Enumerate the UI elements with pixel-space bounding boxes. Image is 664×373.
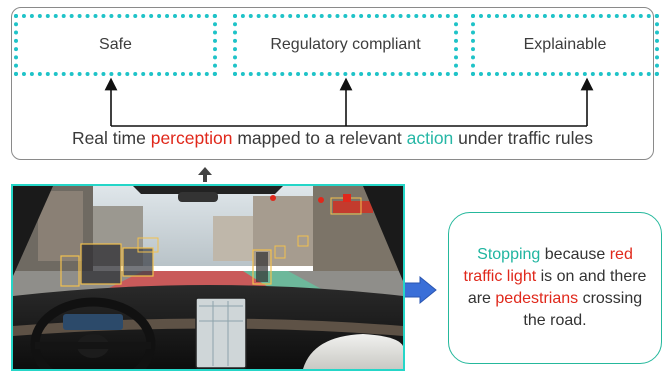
caption-action: action [406,128,454,148]
caption-text-3: under traffic rules [453,128,594,148]
explanation-box: Stopping because red traffic light is on… [448,212,662,364]
perception-action-caption: Real time perception mapped to a relevan… [11,128,654,149]
explanation-pedestrians: pedestrians [495,290,579,307]
caption-perception: perception [150,128,233,148]
dashboard-view-illustration [13,186,403,369]
explanation-stopping: Stopping [477,246,541,263]
goal-label-explainable: Explainable [523,36,607,53]
goal-box-safe: Safe [14,14,217,76]
explanation-text: Stopping because red traffic light is on… [459,244,651,332]
explanation-red-light: red traffic light [463,246,633,285]
explanation-text-3: crossing the road. [523,290,643,329]
explanation-text-1: because [540,246,610,263]
goal-label-regulatory-compliant: Regulatory compliant [270,36,421,53]
goal-box-explainable: Explainable [471,14,659,76]
goal-box-regulatory-compliant: Regulatory compliant [233,14,458,76]
caption-text-1: Real time [71,128,151,148]
objectives-frame [11,7,654,160]
explanation-text-2: is on and there are [467,268,647,307]
caption-text-2: mapped to a relevant [232,128,407,148]
driving-scene-image [11,184,405,371]
goal-label-safe: Safe [99,36,132,53]
scene-to-caption-arrow [198,167,212,182]
